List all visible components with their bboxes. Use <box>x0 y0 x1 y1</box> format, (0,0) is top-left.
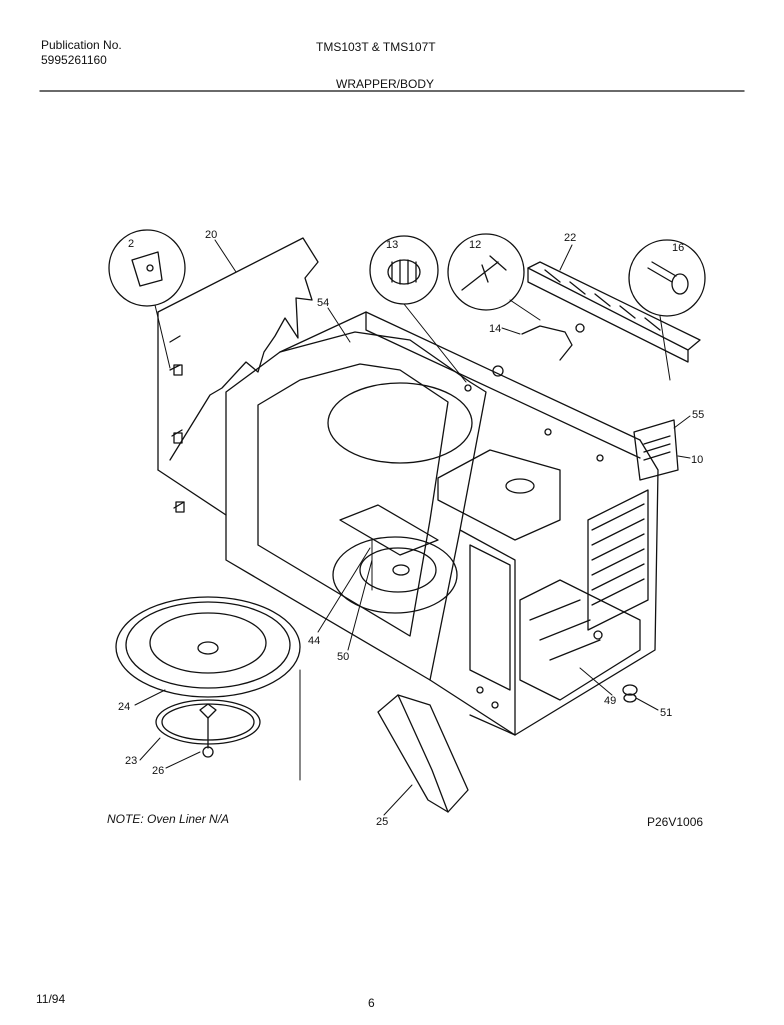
label-plate <box>633 419 679 481</box>
page-number: 6 <box>368 996 375 1010</box>
stirrer-cable <box>492 323 585 377</box>
callout-20: 20 <box>205 229 217 241</box>
callout-50: 50 <box>337 651 349 663</box>
rear-bracket <box>527 261 701 363</box>
callout-16: 16 <box>672 242 684 254</box>
callout-12: 12 <box>469 239 481 251</box>
cavity-body <box>225 311 659 736</box>
callout-13: 13 <box>386 239 398 251</box>
roller-ring <box>155 699 261 758</box>
callout-25: 25 <box>376 816 388 828</box>
callout-49: 49 <box>604 695 616 707</box>
foot-part <box>622 684 638 703</box>
callout-24: 24 <box>118 701 130 713</box>
figure-code: P26V1006 <box>647 815 704 829</box>
publication-label: Publication No. <box>41 38 122 52</box>
callout-14: 14 <box>489 323 501 335</box>
callout-22: 22 <box>564 232 576 244</box>
detail-circle-2 <box>108 229 186 307</box>
wrapper-part <box>157 237 319 516</box>
print-date: 11/94 <box>36 992 66 1006</box>
publication-number: 5995261160 <box>41 53 107 67</box>
callout-44: 44 <box>308 635 320 647</box>
callout-26: 26 <box>152 765 164 777</box>
callout-55: 55 <box>692 409 704 421</box>
detail-circle-16 <box>628 239 706 317</box>
callout-54: 54 <box>317 297 329 309</box>
section-title: WRAPPER/BODY <box>336 77 435 91</box>
detail-circle-13 <box>369 235 439 305</box>
bottom-cover <box>377 694 469 813</box>
detail-circle-12 <box>447 233 525 311</box>
callout-2: 2 <box>128 238 134 250</box>
leader-lines <box>134 239 691 816</box>
turntable-tray <box>115 596 301 698</box>
oven-liner-note: NOTE: Oven Liner N/A <box>107 812 230 826</box>
callout-10: 10 <box>691 454 703 466</box>
callout-labels: 2 20 13 12 22 16 54 14 55 10 44 50 24 23… <box>118 229 704 828</box>
callout-23: 23 <box>125 755 137 767</box>
model-number: TMS103T & TMS107T <box>316 40 436 54</box>
callout-51: 51 <box>660 707 672 719</box>
